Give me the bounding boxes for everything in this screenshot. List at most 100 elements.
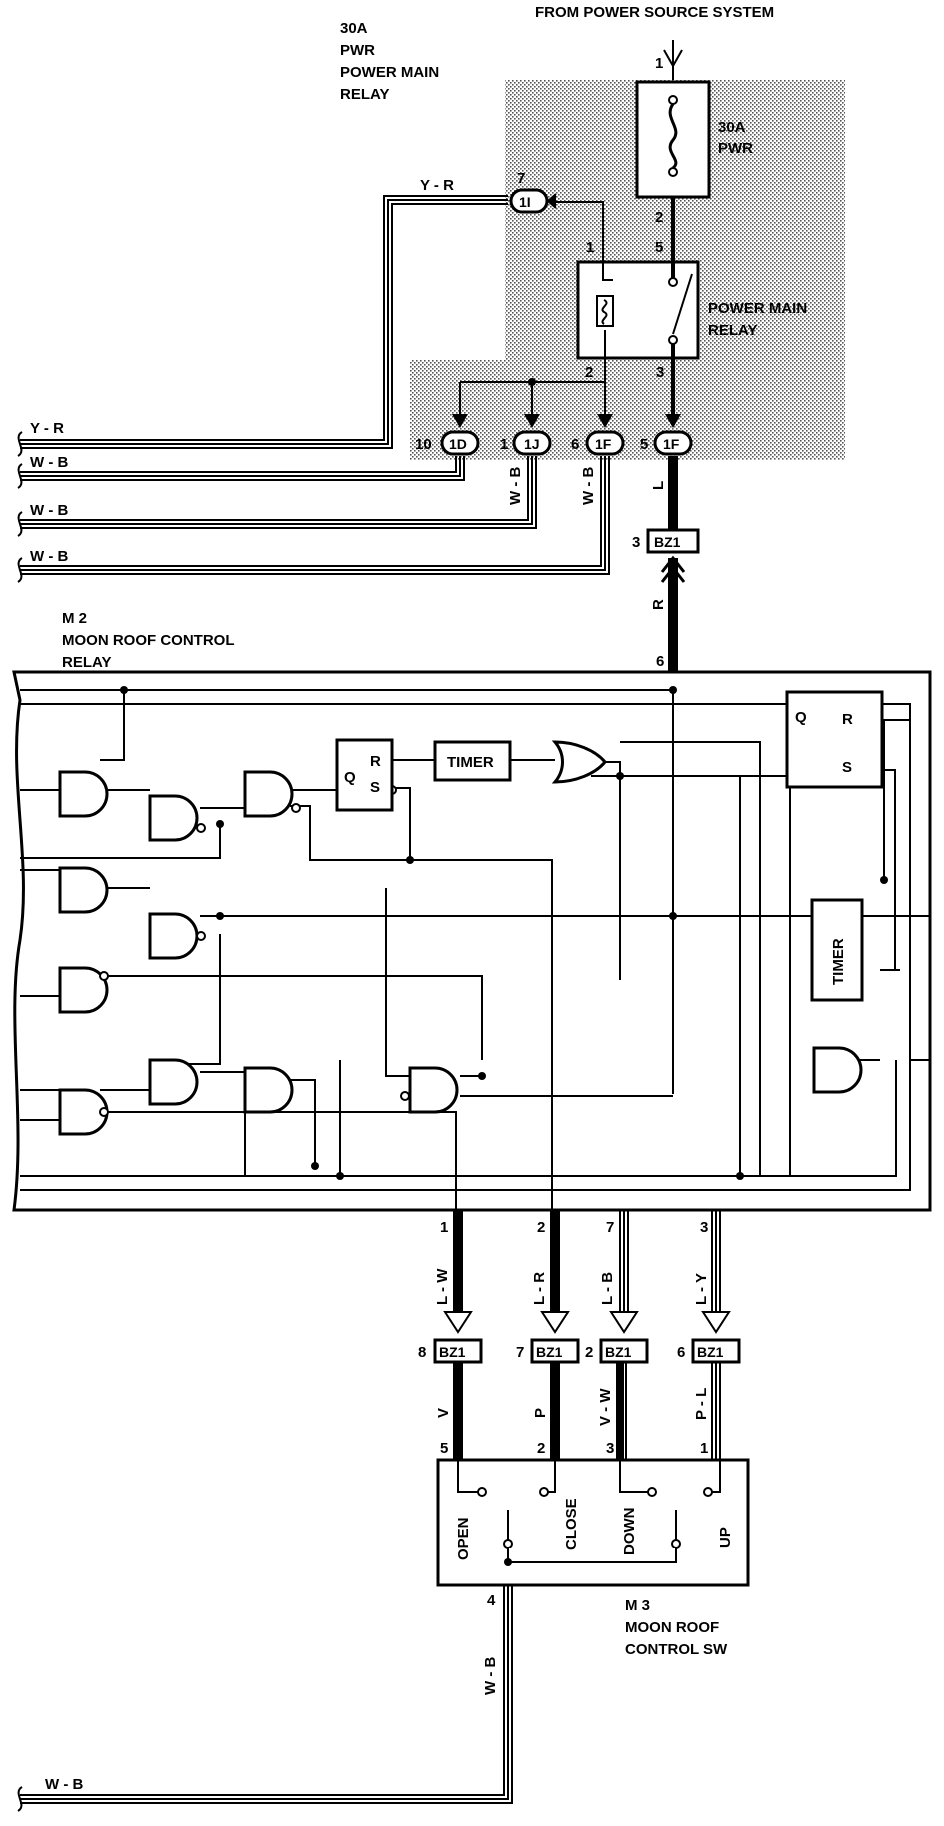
connector-1I: 1I [509,188,557,214]
pin-1: 1 [655,55,663,72]
junction-dot [528,378,536,386]
pin-5b: 5 [640,436,648,453]
ff1-q: Q [344,769,356,786]
connector-bz1-c: BZ1 [599,1338,649,1364]
gate-inverter-bubbles [99,785,410,1117]
relay-label-2: RELAY [708,322,757,339]
sw-pin-5: 5 [440,1440,448,1457]
m2-junction-dots [120,686,888,1180]
pin-1b: 1 [586,239,594,256]
wire-lb: L - B [599,1272,616,1305]
and-gate-6 [58,966,109,1014]
m3-name-1: MOON ROOF [625,1619,719,1636]
wire-wb-left-1: W - B [30,454,68,471]
wire-wb-left-3: W - B [30,548,68,565]
connector-1I-label: 1I [519,194,531,210]
yr-wire [20,195,604,449]
and-gates [58,770,863,1136]
pin-5: 5 [655,239,663,256]
connector-1F-a-label: 1F [595,436,612,452]
wire-break-marks [17,431,23,583]
pin-10: 10 [415,436,432,453]
wire-l: L [650,481,667,490]
relay-caption-2: PWR [340,42,375,59]
pin-6b: 6 [656,653,664,670]
m2-pin-7: 7 [606,1219,614,1236]
and-gate-2 [148,794,199,842]
and-gate-5 [148,912,199,960]
timer-1-label: TIMER [447,754,494,771]
m2-name-1: MOON ROOF CONTROL [62,632,235,649]
bz1-a-label: BZ1 [439,1344,466,1360]
m3-id: M 3 [625,1597,650,1614]
flip-flop-2: Q R S [785,690,884,789]
connector-1J: 1J [512,430,552,456]
sw-pin-3: 3 [606,1440,614,1457]
fuse-label-1: 30A [718,119,746,136]
m3-switch: OPEN CLOSE DOWN UP [436,1458,750,1587]
pin-6: 6 [571,436,579,453]
relay-caption-3: POWER MAIN [340,64,439,81]
sw-pin-4: 4 [487,1592,496,1609]
wire-wb-v2: W - B [580,467,597,505]
pin-2b: 2 [585,364,593,381]
pin-3: 3 [656,364,664,381]
flip-flop-1: Q R S [335,738,394,812]
wire-r: R [650,599,667,610]
and-gate-3 [243,770,294,818]
and-gate-7 [148,1058,199,1106]
m2-pin-1: 1 [440,1219,448,1236]
connector-1F-b-label: 1F [663,436,680,452]
wire-ly: L - Y [693,1273,710,1305]
m2-box [12,670,932,1212]
wire-vw: V - W [597,1388,614,1426]
switch-feed-wires [453,1362,721,1460]
m3-open-label: OPEN [455,1517,472,1560]
ff1-r: R [370,753,381,770]
pin-1c: 1 [500,436,508,453]
m3-up-label: UP [717,1527,734,1548]
relay-label-1: POWER MAIN [708,300,807,317]
m2-id: M 2 [62,610,87,627]
power-main-relay [576,197,700,425]
bz1-d-label: BZ1 [697,1344,724,1360]
connector-1F-b: 1F [653,430,693,456]
bz1-b-label: BZ1 [536,1344,563,1360]
connector-bz1-d: BZ1 [691,1338,741,1364]
power-input [663,40,683,80]
bottom-ground-wire [17,1585,513,1812]
bz-pin-6: 6 [677,1344,685,1361]
m3-close-label: CLOSE [563,1498,580,1550]
bz1-c-label: BZ1 [605,1344,632,1360]
bz1-top-arrow [660,555,686,583]
and-gate-1 [58,770,109,818]
and-gate-10 [408,1066,459,1114]
m2-pin-2: 2 [537,1219,545,1236]
connector-1D: 1D [440,430,480,456]
ff2-r: R [842,711,853,728]
m2-caption: M 2 MOON ROOF CONTROL RELAY [62,610,235,671]
sw-pin-1: 1 [700,1440,708,1457]
ff2-s: S [842,759,852,776]
wire-lr: L - R [531,1272,548,1305]
pin-3b: 3 [632,534,640,551]
header-labels: FROM POWER SOURCE SYSTEM 30A PWR POWER M… [340,4,774,103]
wire-yr-left: Y - R [30,420,64,437]
and-gate-11 [812,1046,863,1094]
wire-v: V [435,1408,452,1418]
wire-yr-top: Y - R [420,177,454,194]
pin-2: 2 [655,209,663,226]
pin-7: 7 [517,170,525,187]
fuse-30a [635,80,711,199]
wire-p: P [532,1408,549,1418]
bz1-down-arrows [443,1311,731,1334]
connector-1D-label: 1D [449,436,467,452]
ground-bus-arrows [452,414,681,428]
ff1-s: S [370,779,380,796]
wire-lw: L - W [434,1268,451,1305]
m3-name-2: CONTROL SW [625,1641,728,1658]
connector-1F-a: 1F [585,430,625,456]
m2-name-2: RELAY [62,654,111,671]
connector-bz1-a: BZ1 [433,1338,483,1364]
